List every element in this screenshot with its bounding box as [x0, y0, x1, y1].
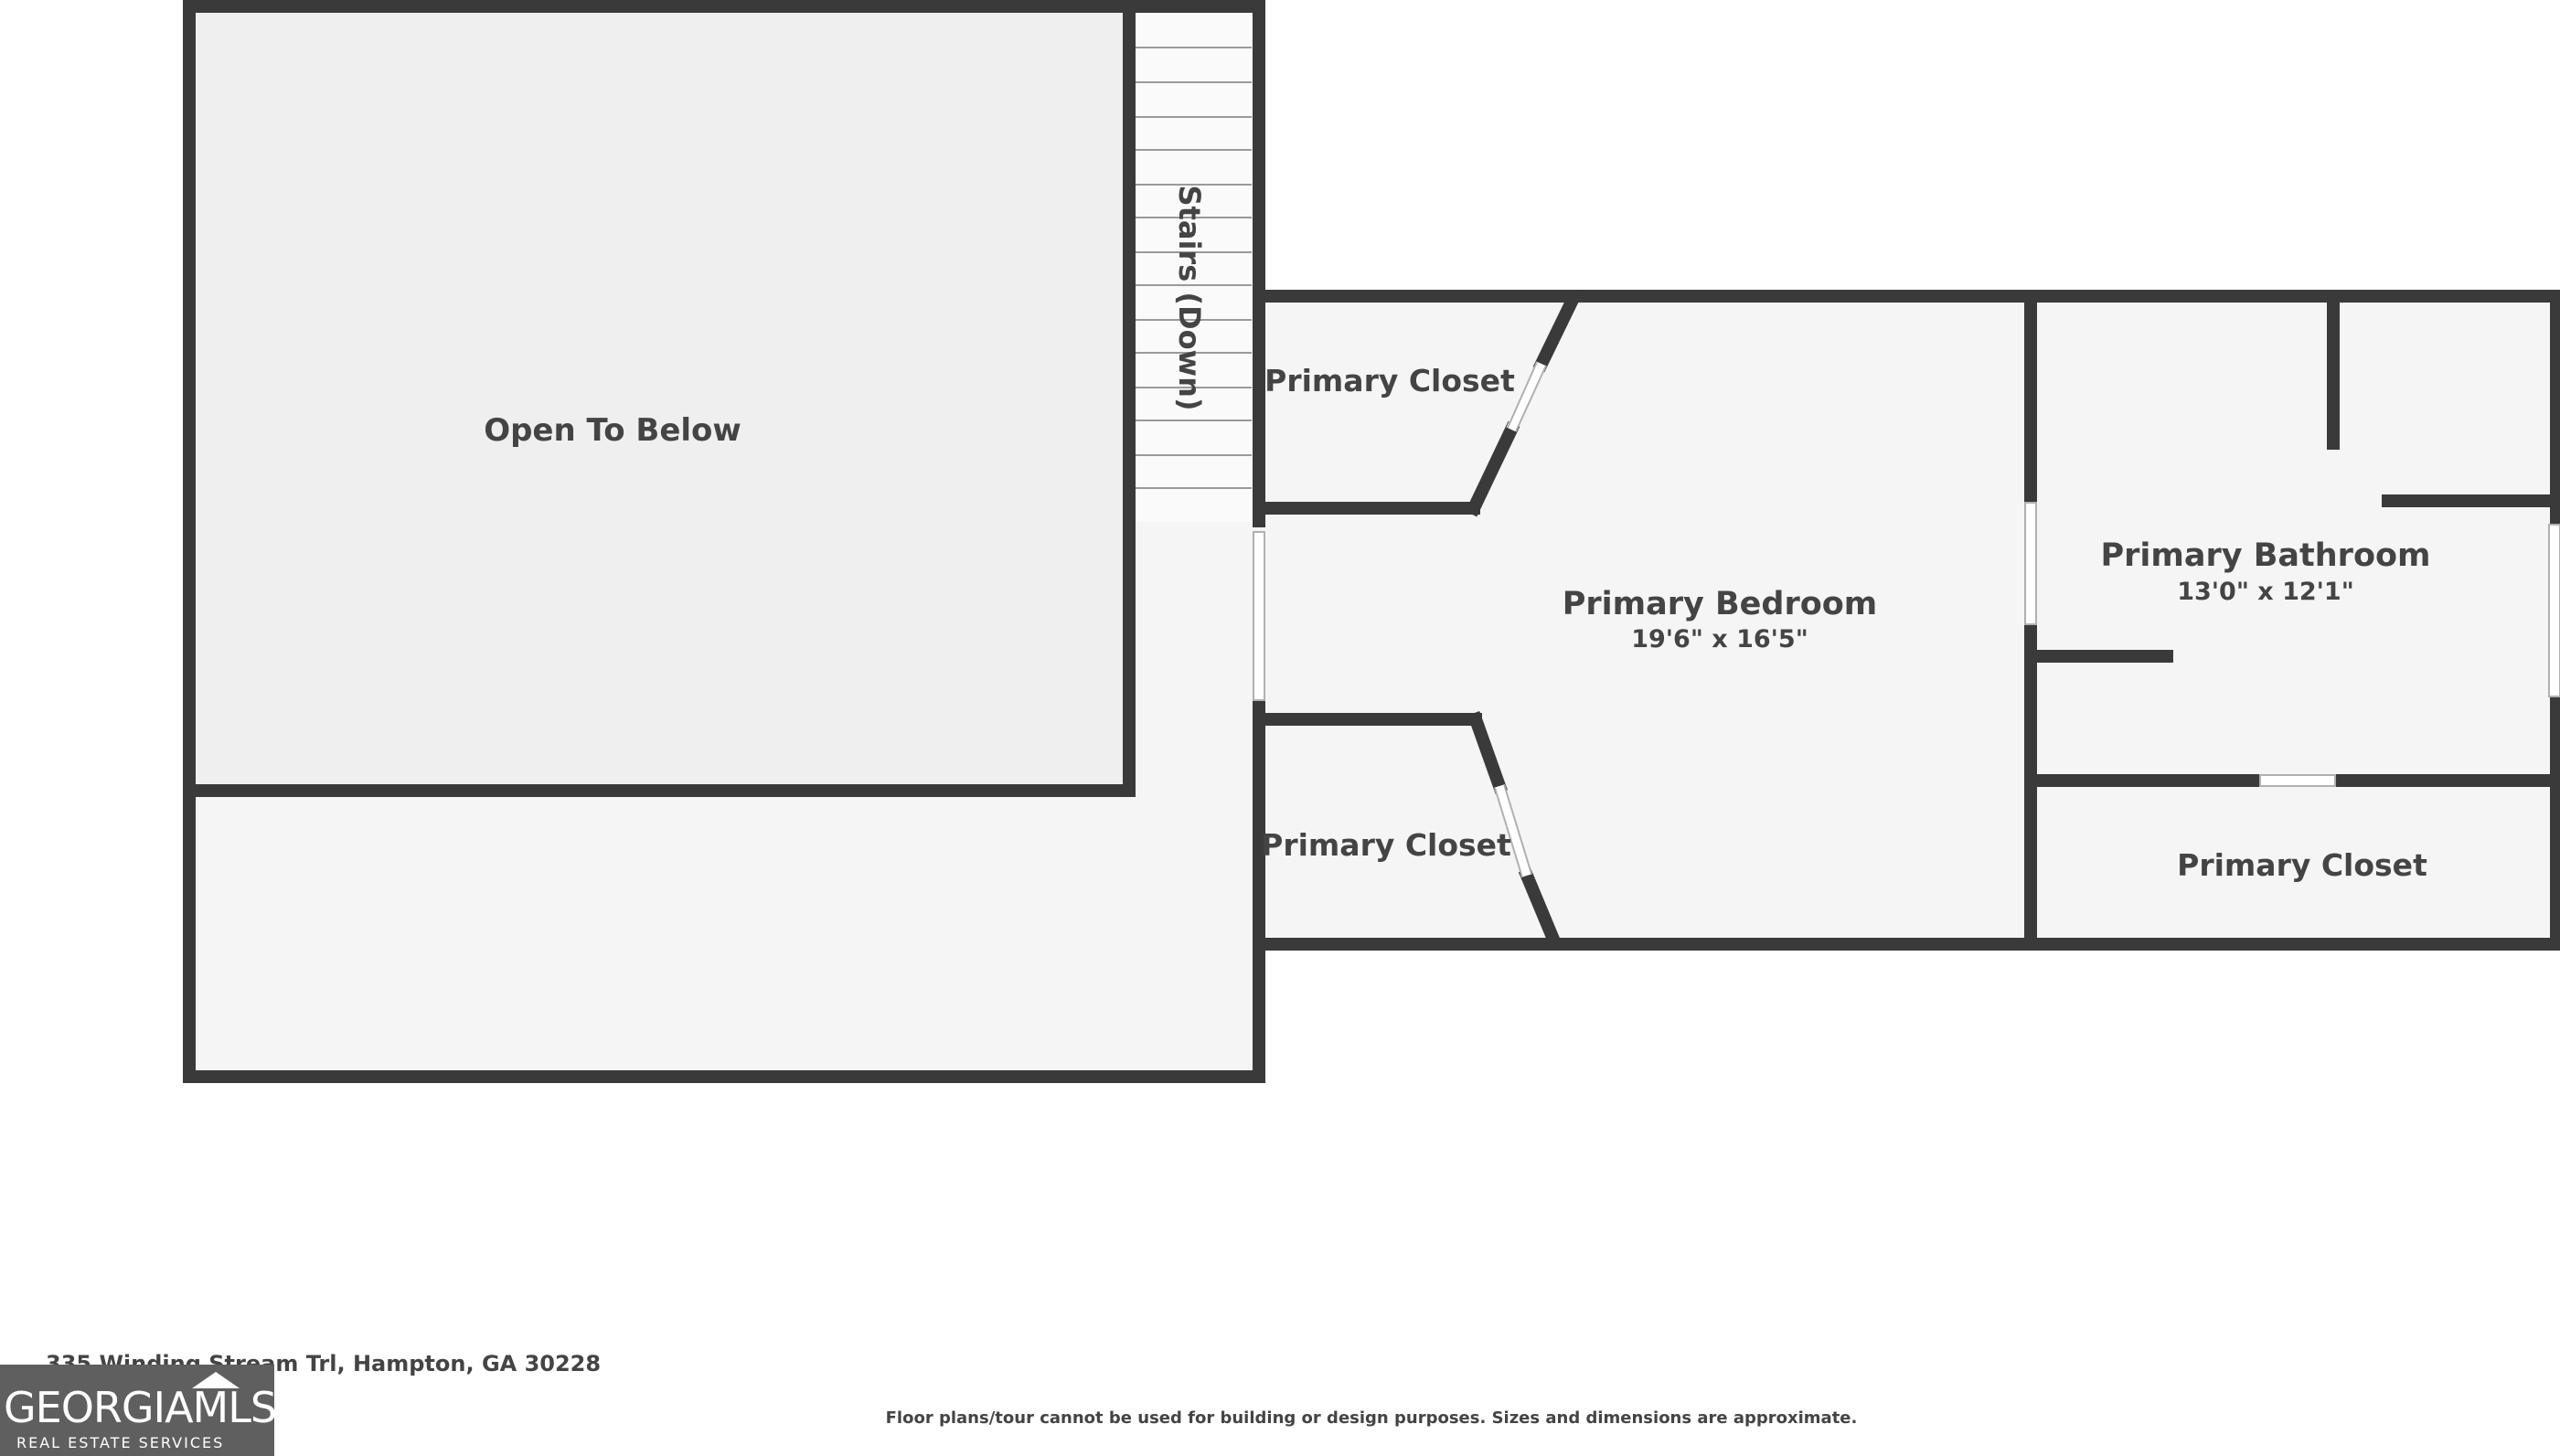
- doorway-left: [1253, 531, 1265, 701]
- logo-main-text: GEORGIAMLS: [4, 1383, 277, 1432]
- label-primary-bedroom: Primary Bedroom: [1563, 586, 1878, 622]
- logo-sub-text: REAL ESTATE SERVICES: [16, 1434, 225, 1451]
- disclaimer: Floor plans/tour cannot be used for buil…: [885, 1408, 1858, 1428]
- right-wing-floor: [1259, 296, 2556, 941]
- open-to-below-area: [189, 7, 1129, 784]
- room-labels: Open To Below Stairs (Down) Primary Clos…: [484, 185, 2430, 883]
- roof-icon: [192, 1372, 240, 1388]
- dim-primary-bedroom: 19'6" x 16'5": [1631, 625, 1808, 654]
- doorway-bathroom: [2024, 502, 2037, 625]
- walls: [183, 0, 2560, 1083]
- stairs-area: [1134, 14, 1252, 522]
- label-primary-closet-top: Primary Closet: [1264, 363, 1515, 399]
- label-primary-bathroom: Primary Bathroom: [2100, 537, 2430, 574]
- label-open-to-below: Open To Below: [484, 412, 741, 449]
- door-bottom-closet: [1494, 784, 1532, 877]
- georgia-mls-logo: GEORGIAMLS REAL ESTATE SERVICES: [0, 1365, 277, 1456]
- openings: [1253, 361, 2560, 877]
- opening-outlines: [1494, 361, 1547, 878]
- door-top-closet: [1506, 361, 1547, 432]
- dim-primary-bathroom: 13'0" x 12'1": [2177, 578, 2354, 606]
- floor-fills: [189, 7, 2556, 1077]
- window-bathroom: [2548, 524, 2560, 697]
- label-stairs: Stairs (Down): [1172, 185, 1207, 410]
- stair-treads: [1134, 47, 1252, 489]
- label-primary-closet-right: Primary Closet: [2177, 847, 2427, 883]
- label-primary-closet-bottom: Primary Closet: [1261, 827, 1511, 863]
- doorway-right-closet: [2259, 774, 2336, 787]
